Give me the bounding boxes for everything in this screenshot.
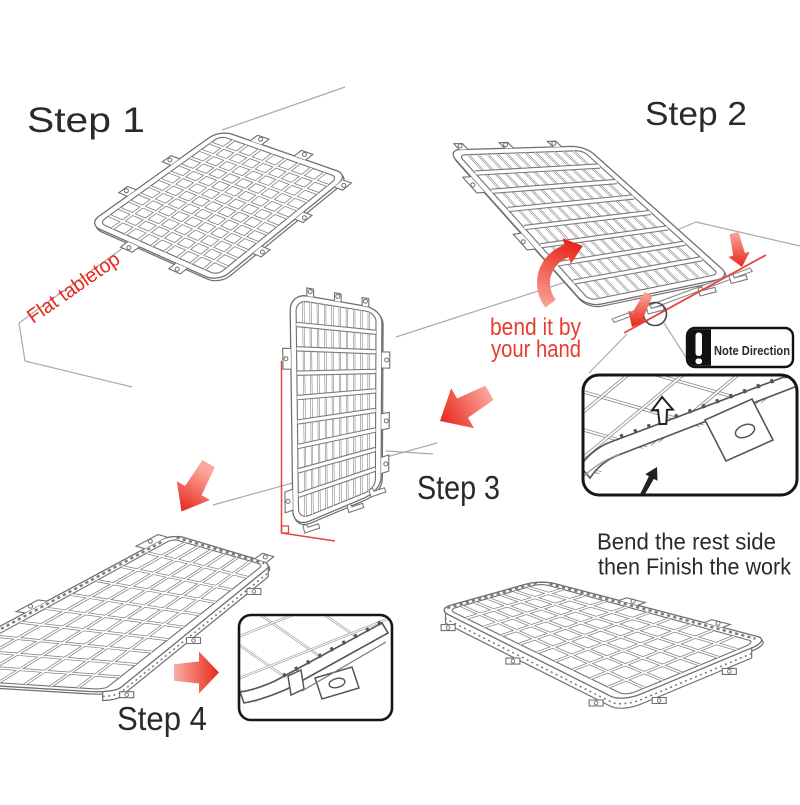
svg-text:bend it by: bend it by: [490, 314, 581, 341]
svg-text:Step 1: Step 1: [27, 101, 145, 140]
svg-text:Note Direction: Note Direction: [714, 343, 790, 358]
svg-text:Step 4: Step 4: [117, 700, 207, 737]
svg-text:your hand: your hand: [491, 336, 581, 363]
svg-text:Step 2: Step 2: [645, 95, 747, 132]
svg-text:Step 3: Step 3: [417, 469, 500, 506]
svg-text:then Finish the work: then Finish the work: [598, 554, 791, 580]
svg-text:Bend the rest side: Bend the rest side: [597, 529, 776, 555]
